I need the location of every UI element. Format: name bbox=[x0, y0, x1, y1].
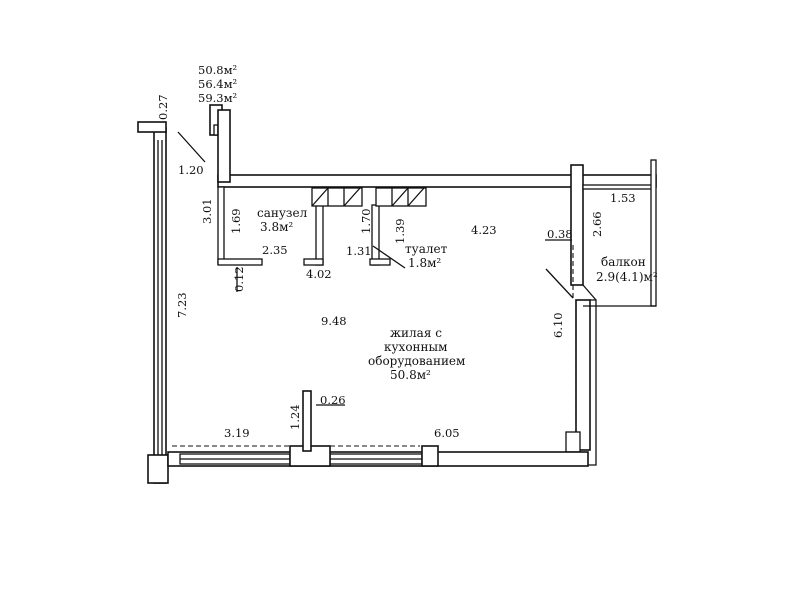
dim-605: 6.05 bbox=[434, 426, 460, 440]
dim-301: 3.01 bbox=[200, 198, 214, 224]
dim-319: 3.19 bbox=[224, 426, 250, 440]
leader-lines bbox=[177, 131, 574, 406]
balcony bbox=[572, 159, 657, 307]
toilet-name: туалет bbox=[405, 242, 448, 256]
dim-423: 4.23 bbox=[471, 223, 497, 237]
dim-610: 6.10 bbox=[551, 312, 565, 338]
left-exterior-wall bbox=[137, 121, 169, 484]
bathroom-name: санузел bbox=[257, 206, 308, 220]
dim-124: 1.24 bbox=[288, 404, 302, 430]
dim-723: 7.23 bbox=[175, 292, 189, 318]
living-line3: оборудованием bbox=[368, 354, 465, 368]
dim-948: 9.48 bbox=[321, 314, 347, 328]
living-line2: кухонным bbox=[384, 340, 447, 354]
dim-402: 4.02 bbox=[306, 267, 332, 281]
dim-012: 0.12 bbox=[232, 266, 246, 292]
dim-169: 1.69 bbox=[229, 208, 243, 234]
top-wall bbox=[217, 109, 657, 188]
total-area-2: 56.4м² bbox=[198, 77, 237, 91]
ventilation-shafts bbox=[311, 187, 427, 207]
bathroom-area: 3.8м² bbox=[260, 220, 293, 234]
balcony-area: 2.9(4.1)м² bbox=[596, 270, 658, 284]
dim-027: 0.27 bbox=[156, 94, 170, 120]
total-area-3: 59.3м² bbox=[198, 91, 237, 105]
toilet-area: 1.8м² bbox=[408, 256, 441, 270]
dim-235: 2.35 bbox=[262, 243, 288, 257]
dim-026: 0.26 bbox=[320, 393, 346, 407]
total-area-1: 50.8м² bbox=[198, 63, 237, 77]
dim-266: 2.66 bbox=[590, 211, 604, 237]
dim-139: 1.39 bbox=[393, 218, 407, 244]
bottom-wall bbox=[167, 390, 589, 467]
dim-170: 1.70 bbox=[359, 208, 373, 234]
dim-120: 1.20 bbox=[178, 163, 204, 177]
right-wall bbox=[565, 164, 597, 466]
dim-038: 0.38 bbox=[547, 227, 573, 241]
dim-131: 1.31 bbox=[346, 244, 372, 258]
dim-153: 1.53 bbox=[610, 191, 636, 205]
balcony-name: балкон bbox=[601, 255, 646, 269]
living-area: 50.8м² bbox=[390, 368, 431, 382]
living-line1: жилая с bbox=[390, 326, 442, 340]
